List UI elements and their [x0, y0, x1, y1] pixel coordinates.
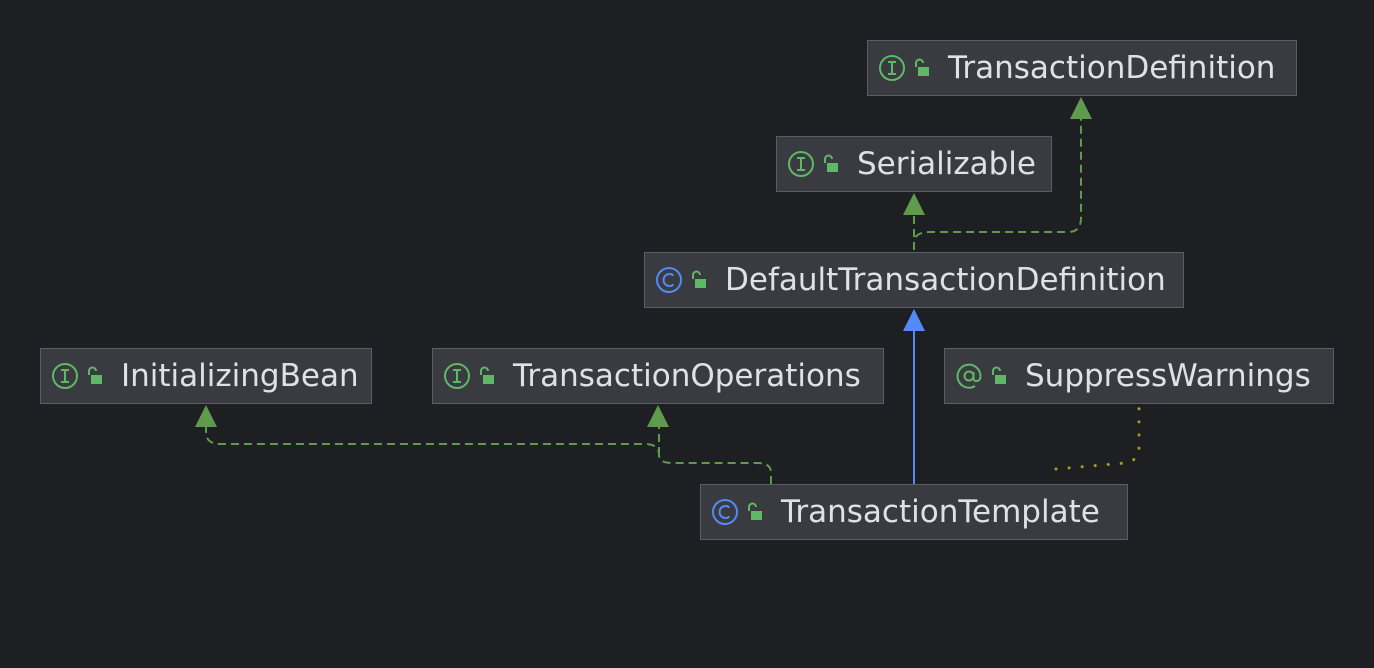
annotation-icon	[956, 363, 982, 389]
edge-default-transaction-definition-to-transaction-definition	[913, 112, 1082, 250]
node-serializable[interactable]: Serializable	[776, 136, 1052, 192]
node-label: TransactionDefinition	[948, 49, 1276, 86]
public-lock-icon	[992, 366, 1006, 384]
node-transaction-template[interactable]: TransactionTemplate	[700, 484, 1128, 540]
node-label: SuppressWarnings	[1025, 357, 1311, 394]
public-lock-icon	[824, 154, 838, 172]
node-label: TransactionOperations	[513, 357, 861, 394]
edge-transaction-template-to-initializing-bean	[205, 425, 772, 484]
edge-arrowhead	[647, 405, 669, 427]
node-initializing-bean[interactable]: InitializingBean	[40, 348, 372, 404]
node-label: Serializable	[857, 145, 1036, 182]
node-transaction-definition[interactable]: TransactionDefinition	[867, 40, 1297, 96]
interface-icon	[788, 151, 814, 177]
public-lock-icon	[692, 270, 706, 288]
interface-icon	[879, 55, 905, 81]
node-label: DefaultTransactionDefinition	[725, 261, 1166, 298]
public-lock-icon	[915, 58, 929, 76]
public-lock-icon	[88, 366, 102, 384]
edge-arrowhead	[1070, 97, 1092, 119]
edge-arrowhead	[903, 193, 925, 215]
node-label: TransactionTemplate	[781, 493, 1100, 530]
edge-arrowhead	[195, 405, 217, 427]
node-suppress-warnings[interactable]: SuppressWarnings	[944, 348, 1334, 404]
public-lock-icon	[748, 502, 762, 520]
interface-icon	[52, 363, 78, 389]
interface-icon	[444, 363, 470, 389]
public-lock-icon	[480, 366, 494, 384]
node-transaction-operations[interactable]: TransactionOperations	[432, 348, 884, 404]
node-default-transaction-definition[interactable]: DefaultTransactionDefinition	[644, 252, 1184, 308]
edge-transaction-template-to-suppress-warnings	[1054, 406, 1141, 471]
class-icon	[712, 499, 738, 525]
edge-arrowhead	[903, 309, 925, 331]
node-label: InitializingBean	[121, 357, 359, 394]
class-icon	[656, 267, 682, 293]
